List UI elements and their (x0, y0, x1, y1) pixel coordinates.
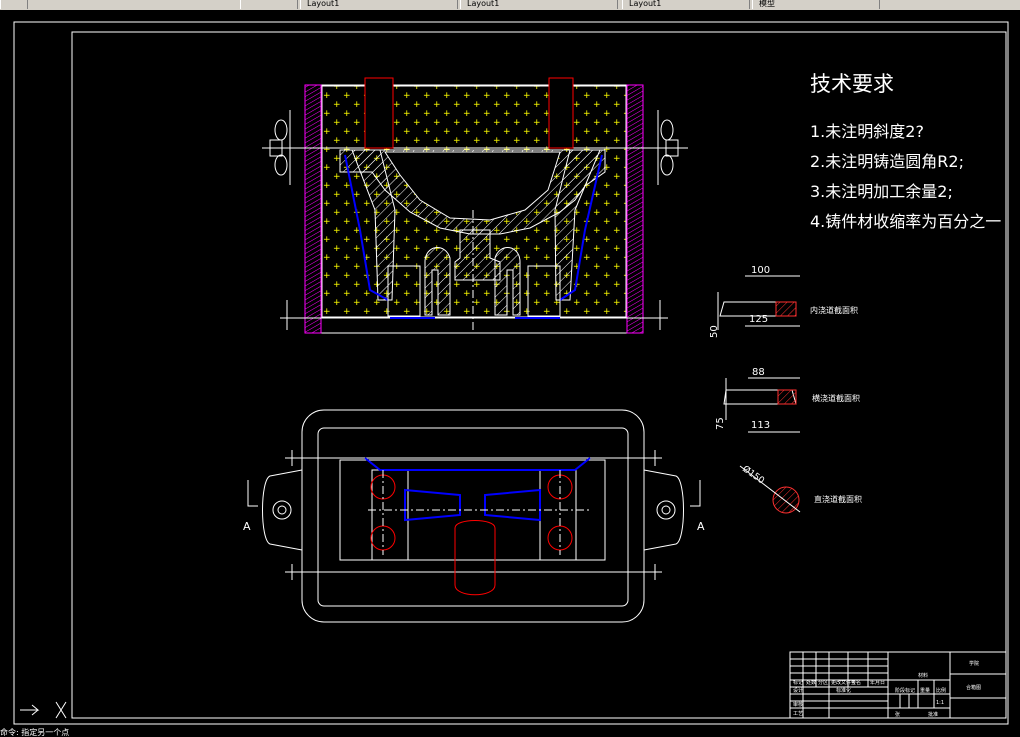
cross-runner-section (723, 377, 800, 433)
tb-stage: 阶段标记 (895, 687, 915, 694)
tech-req-1: 1.未注明斜度2? (810, 122, 924, 141)
inner-runner-height: 50 (709, 325, 720, 338)
command-line[interactable]: 命令: 指定另一个点 (0, 728, 70, 737)
inner-frame (71, 31, 1007, 719)
tb-zone: 分区 (818, 679, 828, 686)
inner-runner-label: 内浇道截面积 (810, 305, 858, 315)
tb-drawing-name: 合箱图 (966, 684, 981, 691)
section-view (262, 77, 688, 334)
tab-layout-3[interactable]: Layout1 (622, 0, 750, 9)
tb-date: 年月日 (870, 679, 885, 686)
tb-approve: 批准 (928, 711, 938, 718)
tb-weight: 重量 (920, 687, 930, 694)
app-icon[interactable] (0, 0, 28, 9)
ucs-icon (20, 701, 67, 719)
tab-layout-1[interactable]: Layout1 (300, 0, 458, 9)
tb-sign: 签名 (851, 679, 861, 686)
tb-school: 学院 (969, 660, 979, 667)
tech-req-4: 4.铸件材收缩率为百分之一 (810, 212, 1002, 231)
title-block (789, 651, 1007, 719)
tb-ratio: 1:1 (936, 700, 944, 706)
section-mark-left: A (243, 520, 251, 533)
tb-designer: 设计 (793, 687, 803, 694)
tech-req-2: 2.未注明铸造圆角R2; (810, 152, 964, 171)
tech-req-title: 技术要求 (810, 72, 894, 96)
tb-material: 材料 (918, 672, 928, 679)
outer-frame (13, 21, 1009, 725)
tb-check: 审核 (793, 701, 803, 708)
toolbar-icons[interactable] (240, 0, 298, 9)
tab-layout-2[interactable]: Layout1 (460, 0, 618, 9)
inner-runner-section (717, 275, 800, 330)
cross-runner-label: 横浇道截面积 (812, 393, 860, 403)
tb-process: 工艺 (793, 711, 803, 717)
inner-runner-top: 100 (751, 265, 770, 276)
tb-marking: 标记 (793, 679, 803, 686)
tb-scale: 比例 (936, 687, 946, 694)
tb-sheet: 张 (895, 711, 900, 718)
tab-model[interactable]: 模型 (752, 0, 880, 9)
inner-runner-bottom: 125 (749, 314, 768, 325)
cross-runner-bottom: 113 (751, 420, 770, 431)
sprue-section (739, 465, 801, 514)
drawing-canvas[interactable]: + + (0, 10, 1020, 729)
tb-std: 标准化 (836, 687, 851, 694)
tb-qty: 处数 (806, 679, 816, 686)
sprue-label: 直浇道截面积 (814, 494, 862, 504)
tb-change-no: 更改文件号 (831, 679, 856, 686)
cross-runner-height: 75 (715, 417, 726, 430)
plan-view (247, 409, 701, 623)
cross-runner-top: 88 (752, 367, 765, 378)
toolbar: Layout1 Layout1 Layout1 模型 (0, 0, 1020, 10)
section-mark-right: A (697, 520, 705, 533)
tech-req-3: 3.未注明加工余量2; (810, 182, 953, 201)
